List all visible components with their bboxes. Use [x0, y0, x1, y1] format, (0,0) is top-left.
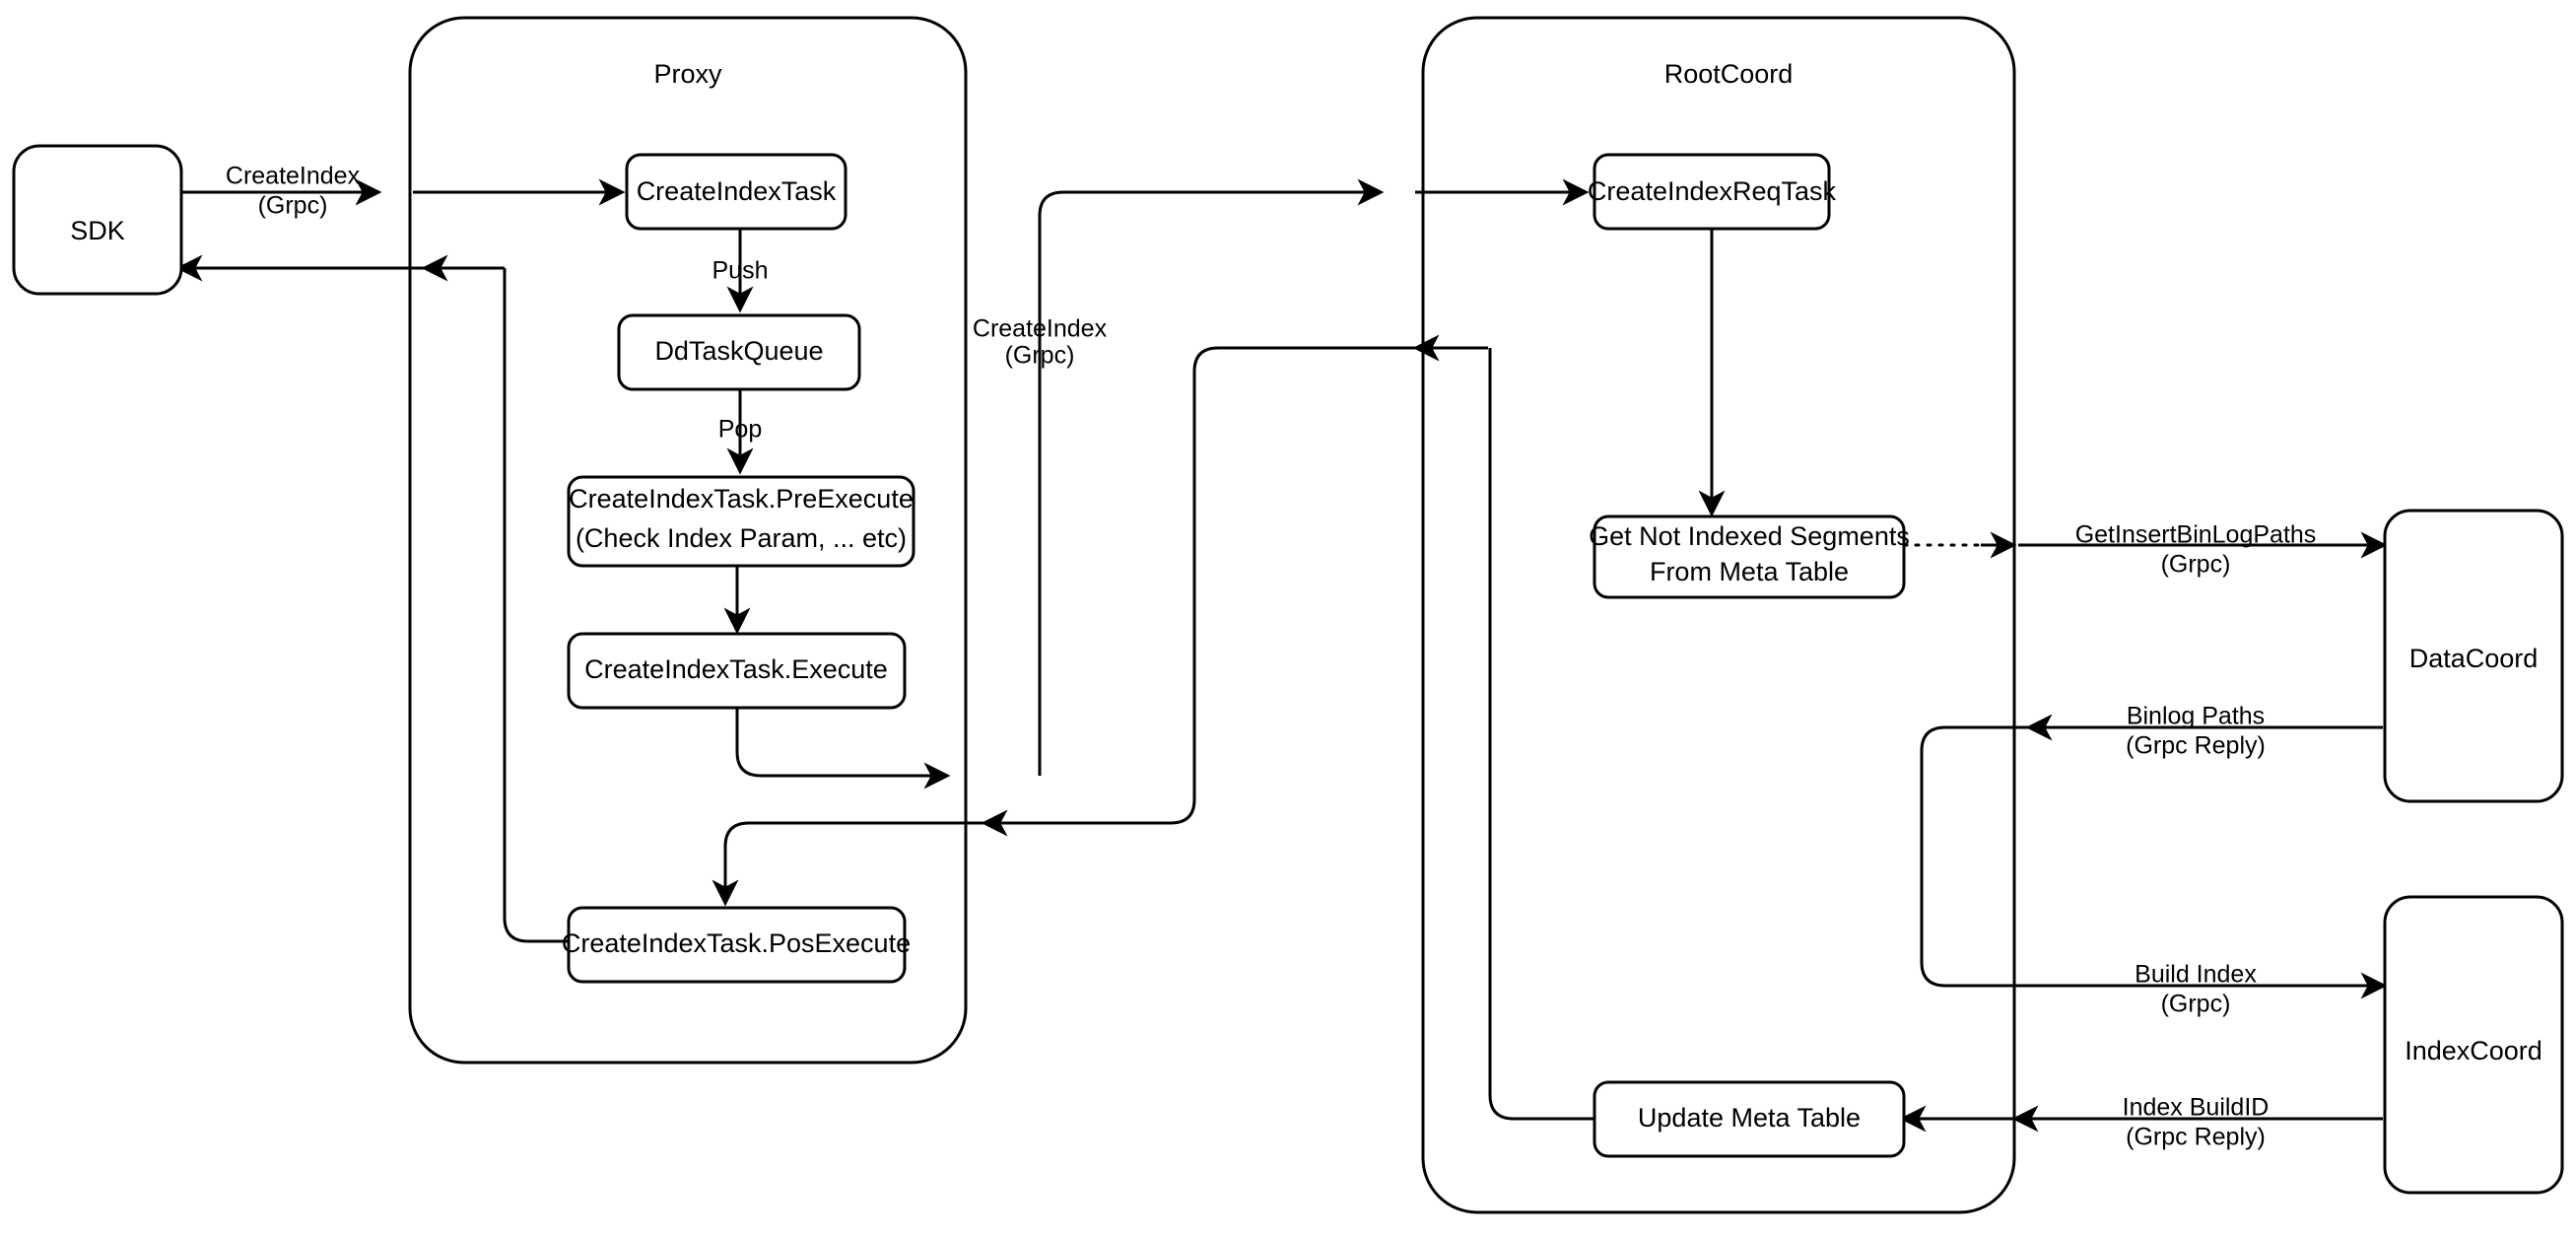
execute-label: CreateIndexTask.Execute [584, 654, 888, 684]
node-create-index-req-task[interactable]: CreateIndexReqTask [1588, 153, 1837, 231]
pre-execute-label-line1: CreateIndexTask.PreExecute [569, 484, 914, 514]
execute-shape[interactable] [567, 632, 907, 710]
pre-execute-label-line2: (Check Index Param, ... etc) [576, 523, 907, 553]
create-index-task-label: CreateIndexTask [637, 176, 837, 206]
edge-label-push: Push [712, 257, 769, 285]
edge-label-indexbuildid-line1: Index BuildID [2123, 1094, 2270, 1122]
datacoord-shape[interactable] [2383, 509, 2564, 803]
edge-label-sdk-createindex-line1: CreateIndex [226, 163, 361, 190]
edge-label-getinsertbinlogpaths-line1: GetInsertBinLogPaths [2075, 521, 2317, 549]
edge-binlog-to-buildindex [1920, 725, 2388, 999]
update-meta-table-shape[interactable] [1593, 1080, 1906, 1158]
edge-posexecute-to-sdk [503, 268, 568, 943]
dd-task-queue-shape[interactable] [617, 313, 861, 391]
node-datacoord[interactable]: DataCoord [2383, 509, 2564, 803]
get-not-indexed-label-line2: From Meta Table [1650, 557, 1849, 586]
node-execute[interactable]: CreateIndexTask.Execute [567, 632, 907, 710]
edge-label-sdk-createindex-line2: (Grpc) [258, 192, 328, 220]
indexcoord-shape[interactable] [2383, 895, 2564, 1195]
edge-label-buildindex-line2: (Grpc) [2161, 991, 2231, 1018]
create-index-req-task-shape[interactable] [1593, 153, 1831, 231]
node-update-meta-table[interactable]: Update Meta Table [1593, 1080, 1906, 1158]
node-indexcoord[interactable]: IndexCoord [2383, 895, 2564, 1195]
edge-grpc-trunk-to-rootcoord [1038, 178, 1385, 776]
node-sdk[interactable]: SDK [12, 144, 183, 296]
edge-update-meta-to-reply-trunk [1488, 348, 1593, 1121]
node-pre-execute[interactable]: CreateIndexTask.PreExecute (Check Index … [567, 475, 915, 568]
update-meta-table-label: Update Meta Table [1638, 1103, 1861, 1133]
edge-label-createindex-grpc-line1: CreateIndex [973, 315, 1108, 343]
rootcoord-container-shape [1421, 16, 2016, 1214]
datacoord-label: DataCoord [2409, 644, 2539, 673]
edge-reply-to-posexecute [712, 821, 983, 907]
edge-label-createindex-grpc-line2: (Grpc) [1005, 342, 1075, 370]
pos-execute-label: CreateIndexTask.PosExecute [562, 928, 911, 958]
sdk-label: SDK [70, 216, 125, 245]
edge-label-getinsertbinlogpaths-line2: (Grpc) [2161, 551, 2231, 579]
pos-execute-shape[interactable] [567, 906, 907, 984]
rootcoord-container-label: RootCoord [1664, 59, 1794, 89]
container-rootcoord: RootCoord [1421, 16, 2016, 1214]
node-pos-execute[interactable]: CreateIndexTask.PosExecute [562, 906, 911, 984]
create-index-task-shape[interactable] [625, 153, 847, 231]
proxy-container-label: Proxy [653, 59, 722, 89]
sdk-shape[interactable] [12, 144, 183, 296]
dd-task-queue-label: DdTaskQueue [654, 336, 823, 366]
edge-label-binlogpaths-line2: (Grpc Reply) [2126, 732, 2266, 760]
edge-label-pop: Pop [718, 416, 762, 444]
edge-label-indexbuildid-line2: (Grpc Reply) [2126, 1124, 2266, 1151]
indexcoord-label: IndexCoord [2405, 1036, 2542, 1065]
edge-label-binlogpaths-line1: Binlog Paths [2127, 703, 2265, 730]
edge-rootcoord-reply-to-proxy [981, 346, 1419, 837]
get-not-indexed-shape[interactable] [1593, 515, 1906, 599]
get-not-indexed-label-line1: Get Not Indexed Segments [1589, 521, 1910, 551]
node-create-index-task[interactable]: CreateIndexTask [625, 153, 847, 231]
edge-label-buildindex-line1: Build Index [2135, 961, 2257, 989]
node-dd-task-queue[interactable]: DdTaskQueue [617, 313, 861, 391]
create-index-req-task-label: CreateIndexReqTask [1588, 176, 1837, 206]
pre-execute-shape[interactable] [567, 475, 915, 568]
node-get-not-indexed-segments[interactable]: Get Not Indexed Segments From Meta Table [1589, 515, 1910, 599]
edge-execute-to-grpc-trunk [735, 705, 951, 790]
